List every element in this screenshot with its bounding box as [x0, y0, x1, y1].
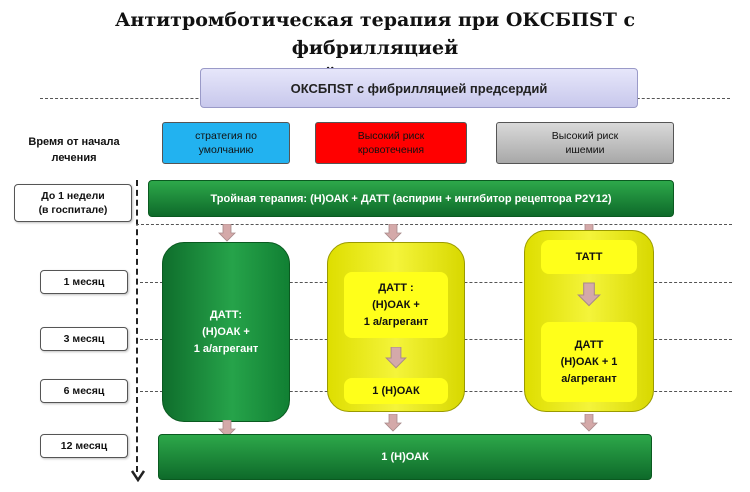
time-box-3-month: 3 месяц — [40, 327, 128, 351]
bleeding-risk-datt-box: ДАТТ : (Н)ОАК + 1 а/агрегант — [344, 272, 448, 338]
population-box: ОКСБПST с фибрилляцией предсердий — [200, 68, 638, 108]
ischemia-risk-datt-box: ДАТТ (Н)ОАК + 1 а/агрегант — [541, 322, 637, 402]
arrow-down-icon — [385, 347, 407, 369]
category-high-ischemia-risk: Высокий риск ишемии — [496, 122, 674, 164]
ischemia-risk-tatt-box: ТАТТ — [541, 240, 637, 274]
arrow-down-icon — [384, 224, 402, 242]
category-high-bleeding-risk: Высокий риск кровотечения — [315, 122, 467, 164]
category-default-strategy: стратегия по умолчанию — [162, 122, 290, 164]
time-box-6-month: 6 месяц — [40, 379, 128, 403]
arrow-down-icon — [580, 414, 598, 432]
arrow-down-icon — [384, 414, 402, 432]
time-axis-arrowhead — [131, 470, 145, 482]
triple-therapy-bar: Тройная терапия: (Н)ОАК + ДАТТ (аспирин … — [148, 180, 674, 217]
time-box-week: До 1 недели (в госпитале) — [14, 184, 132, 222]
time-axis-line — [136, 180, 138, 472]
bleeding-risk-oac-box: 1 (Н)ОАК — [344, 378, 448, 404]
time-axis-header: Время от начала лечения — [28, 136, 120, 164]
arrow-down-icon — [577, 282, 601, 307]
time-box-1-month: 1 месяц — [40, 270, 128, 294]
time-box-12-month: 12 месяц — [40, 434, 128, 458]
final-oac-bar: 1 (Н)ОАК — [158, 434, 652, 480]
default-strategy-column: ДАТТ: (Н)ОАК + 1 а/агрегант — [162, 242, 290, 422]
arrow-down-icon — [218, 224, 236, 242]
arrow-down-icon — [218, 420, 236, 438]
time-line-week — [136, 224, 732, 225]
